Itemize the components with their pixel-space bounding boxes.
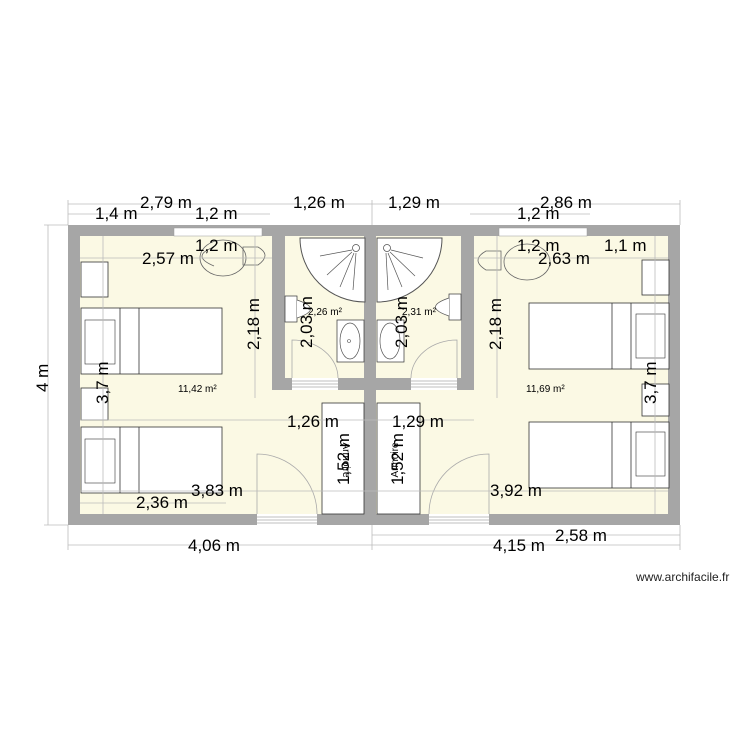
bed-right-bottom[interactable] (528, 421, 670, 489)
dim-inner-right-width: 2,63 m (538, 249, 590, 268)
dim-closet-right: 1,52 m (388, 433, 407, 485)
right-partition (461, 236, 474, 378)
sink-right-bedroom[interactable] (503, 243, 551, 281)
shower-left[interactable] (299, 237, 366, 303)
dim-top-bath-left: 1,26 m (293, 193, 345, 212)
dim-right-wall-height: 2,18 m (486, 298, 505, 350)
nightstand-right-top[interactable] (641, 259, 670, 296)
bed-left-bottom[interactable] (80, 426, 223, 494)
washbasin-left[interactable] (336, 319, 365, 363)
nightstand-left-top[interactable] (80, 261, 109, 298)
washbasin-right[interactable] (376, 319, 405, 363)
dim-bottom-right-b: 2,58 m (555, 526, 607, 545)
door-bathroom-left[interactable] (291, 339, 339, 390)
basin-left-bedroom[interactable] (242, 246, 266, 266)
dim-left-room-inner-width: 3,83 m (191, 481, 243, 500)
watermark: www.archifacile.fr (636, 570, 730, 584)
dim-overall-height: 4 m (33, 364, 52, 392)
dim-top-left-total: 2,79 m (140, 193, 192, 212)
dim-right-room-inner-width: 3,92 m (490, 481, 542, 500)
dim-inner-left-window: 1,2 m (195, 236, 238, 255)
shower-right[interactable] (376, 237, 443, 303)
dim-corridor-left: 1,26 m (287, 412, 339, 431)
dim-top-right-total: 2,86 m (540, 193, 592, 212)
dimension-lines (44, 200, 681, 550)
dim-left-wall-height: 2,18 m (244, 298, 263, 350)
dim-bottom-right-total: 4,15 m (493, 536, 545, 555)
area-bathroom-left: 2,26 m² (308, 307, 343, 318)
dim-bath-left-height: 2,03 m (297, 296, 316, 348)
dim-bath-right-height: 2,03 m (392, 296, 411, 348)
area-bedroom-right: 11,69 m² (526, 384, 565, 395)
bed-left-top[interactable] (80, 307, 223, 375)
closet-left-label: Armoire (340, 442, 351, 477)
bed-right-top[interactable] (528, 302, 670, 370)
area-bathroom-right: 2,31 m² (402, 307, 437, 318)
dim-top-left-a: 1,4 m (95, 204, 138, 223)
dim-left-bed-width: 2,36 m (136, 493, 188, 512)
closet-right-label: Armoire (390, 442, 401, 477)
dim-top-right-window: 1,2 m (517, 204, 560, 223)
dim-right-bed-height: 3,7 m (641, 361, 660, 404)
dim-bottom-left-total: 4,06 m (188, 536, 240, 555)
area-bedroom-left: 11,42 m² (178, 384, 217, 395)
cabinet-left-bedroom[interactable] (201, 246, 215, 267)
dim-inner-right-b: 1,1 m (604, 236, 647, 255)
dim-top-bath-right: 1,29 m (388, 193, 440, 212)
window-left[interactable] (173, 227, 263, 237)
dim-top-left-window: 1,2 m (195, 204, 238, 223)
center-partition (364, 236, 376, 514)
door-bathroom-right[interactable] (410, 339, 458, 390)
dim-inner-left-width: 2,57 m (142, 249, 194, 268)
entry-door-right[interactable] (428, 453, 490, 525)
dim-left-bed-height: 3,7 m (93, 361, 112, 404)
toilet-left[interactable] (284, 295, 311, 323)
dim-corridor-right: 1,29 m (392, 412, 444, 431)
dim-closet-left: 1,52 m (334, 433, 353, 485)
entry-door-left[interactable] (256, 453, 318, 525)
closet-left[interactable] (321, 402, 365, 515)
toilet-right[interactable] (435, 293, 462, 321)
basin-right-bedroom[interactable] (477, 250, 502, 271)
left-partition (272, 236, 285, 378)
closet-right[interactable] (376, 402, 421, 515)
window-right[interactable] (498, 227, 588, 237)
nightstand-right-mid[interactable] (641, 383, 670, 417)
dim-inner-right-window: 1,2 m (517, 236, 560, 255)
